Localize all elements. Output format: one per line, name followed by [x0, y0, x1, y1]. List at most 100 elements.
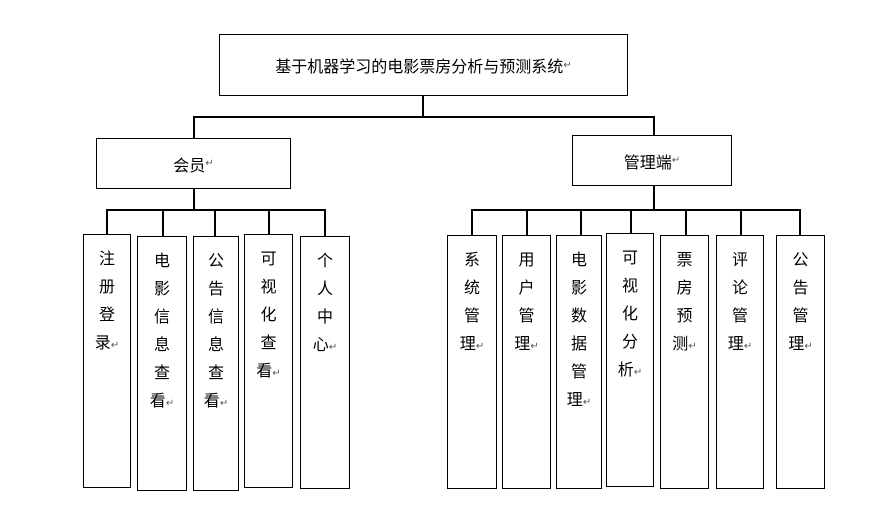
leaf-label-char: 息 [153, 335, 170, 354]
leaf-label-char: 化 [621, 304, 638, 323]
leaf-label: 电影数据管理↵ [557, 246, 601, 414]
leaf-label-char: 中 [316, 307, 333, 326]
leaf-label-char: 查 [260, 333, 277, 352]
leaf-label-char: 看↵ [149, 391, 175, 410]
leaf-label-char: 管 [792, 306, 809, 325]
leaf-label: 用户管理↵ [503, 246, 550, 358]
admin-leaf-6: 评论管理↵ [716, 235, 764, 489]
admin-leaf-drop [580, 209, 582, 235]
leaf-label-char: 信 [207, 307, 224, 326]
leaf-label-char: 析↵ [617, 360, 643, 379]
leaf-label-char: 分 [621, 332, 638, 351]
admin-drop [653, 116, 655, 138]
member-leaf-drop [162, 209, 164, 236]
leaf-label-char: 理↵ [514, 334, 539, 353]
leaf-label-char: 影 [153, 279, 170, 298]
member-stem [193, 188, 195, 210]
leaf-label-char: 告 [207, 279, 224, 298]
leaf-label-char: 系 [463, 250, 480, 269]
root-node: 基于机器学习的电影票房分析与预测系统↵ [219, 34, 628, 96]
member-leaf-drop [106, 209, 108, 234]
root-stem [422, 95, 424, 117]
leaf-label-char: 信 [153, 307, 170, 326]
leaf-label-char: 管 [463, 306, 480, 325]
paragraph-mark: ↵ [165, 398, 175, 409]
admin-stem [653, 185, 655, 210]
admin-leaf-7: 公告管理↵ [776, 235, 825, 489]
leaf-label-char: 公 [792, 250, 809, 269]
paragraph-mark: ↵ [688, 341, 697, 352]
leaf-label-char: 可 [621, 248, 638, 267]
leaf-label-char: 论 [731, 278, 748, 297]
leaf-label-char: 视 [621, 276, 638, 295]
leaf-label: 注册登录↵ [84, 245, 130, 357]
leaf-label: 评论管理↵ [717, 246, 763, 358]
leaf-label: 电影信息查看↵ [138, 247, 186, 415]
leaf-label-char: 测↵ [672, 334, 697, 353]
admin-node: 管理端↵ [572, 135, 732, 186]
paragraph-mark: ↵ [328, 342, 338, 353]
leaf-label: 公告信息查看↵ [194, 247, 238, 415]
admin-leaf-drop [799, 209, 801, 235]
root-label: 基于机器学习的电影票房分析与预测系统 [275, 57, 564, 76]
leaf-label-char: 册 [98, 277, 115, 296]
leaf-label-char: 管 [518, 306, 535, 325]
leaf-label-char: 心↵ [312, 335, 338, 354]
leaf-label-char: 电 [570, 250, 587, 269]
admin-hbar [471, 209, 801, 211]
leaf-label: 系统管理↵ [448, 246, 496, 358]
leaf-label-char: 人 [316, 279, 333, 298]
admin-leaf-3: 电影数据管理↵ [556, 235, 602, 489]
leaf-label-char: 查 [153, 363, 170, 382]
paragraph-mark: ↵ [582, 397, 592, 408]
member-hbar [106, 209, 326, 211]
admin-leaf-5: 票房预测↵ [660, 235, 709, 489]
leaf-label-char: 理↵ [566, 390, 592, 409]
leaf-label-char: 化 [260, 305, 277, 324]
leaf-label-char: 据 [570, 334, 587, 353]
leaf-label: 票房预测↵ [661, 246, 708, 358]
leaf-label-char: 看↵ [256, 361, 281, 380]
leaf-label: 个人中心↵ [301, 247, 349, 359]
level1-hbar [193, 116, 655, 118]
leaf-label-char: 可 [260, 249, 277, 268]
member-leaf-drop [214, 209, 216, 236]
admin-leaf-drop [471, 209, 473, 235]
leaf-label-char: 预 [676, 306, 693, 325]
leaf-label-char: 影 [570, 278, 587, 297]
paragraph-mark: ↵ [671, 155, 681, 166]
paragraph-mark: ↵ [563, 59, 572, 71]
leaf-label-char: 电 [153, 251, 170, 270]
leaf-label-char: 用 [518, 250, 535, 269]
member-leaf-2: 电影信息查看↵ [137, 236, 187, 491]
admin-leaf-drop [685, 209, 687, 235]
paragraph-mark: ↵ [475, 341, 485, 352]
leaf-label-char: 评 [731, 250, 748, 269]
member-leaf-3: 公告信息查看↵ [193, 236, 239, 491]
paragraph-mark: ↵ [272, 368, 281, 379]
admin-leaf-drop [740, 209, 742, 235]
paragraph-mark: ↵ [205, 158, 214, 169]
leaf-label-char: 票 [676, 250, 693, 269]
admin-leaf-2: 用户管理↵ [502, 235, 551, 489]
admin-leaf-4: 可视化分析↵ [606, 233, 654, 487]
leaf-label-char: 户 [518, 278, 535, 297]
admin-label: 管理端 [623, 152, 672, 172]
leaf-label-char: 统 [463, 278, 480, 297]
member-node: 会员↵ [96, 138, 291, 189]
leaf-label-char: 息 [207, 335, 224, 354]
admin-leaf-1: 系统管理↵ [447, 235, 497, 489]
admin-leaf-drop [630, 209, 632, 233]
leaf-label: 公告管理↵ [777, 246, 824, 358]
member-label: 会员 [173, 155, 206, 175]
paragraph-mark: ↵ [743, 341, 753, 352]
leaf-label-char: 管 [731, 306, 748, 325]
leaf-label-char: 看↵ [203, 391, 229, 410]
paragraph-mark: ↵ [530, 341, 539, 352]
paragraph-mark: ↵ [219, 398, 229, 409]
admin-leaf-drop [526, 209, 528, 235]
leaf-label-char: 注 [98, 249, 115, 268]
leaf-label-char: 查 [207, 363, 224, 382]
leaf-label-char: 告 [792, 278, 809, 297]
leaf-label-char: 管 [570, 362, 587, 381]
